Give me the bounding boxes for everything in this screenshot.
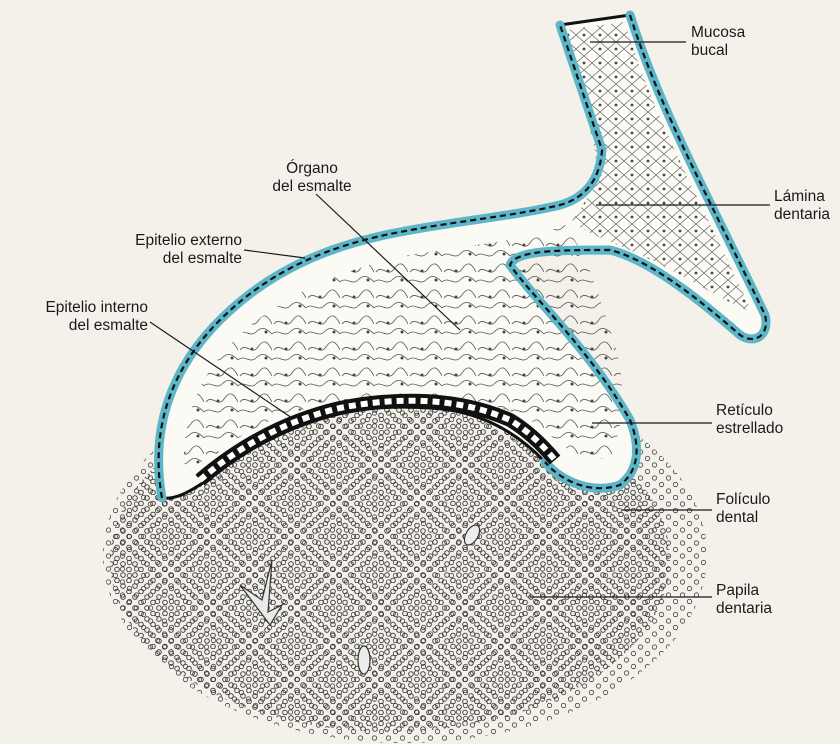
label-epitelio-externo-line2: del esmalte — [92, 250, 242, 268]
label-papila-dentaria-line1: Papila — [716, 582, 772, 600]
label-lamina-dentaria: Lámina dentaria — [774, 188, 830, 224]
label-epitelio-interno-line1: Epitelio interno — [0, 299, 148, 317]
label-epitelio-interno: Epitelio interno del esmalte — [0, 299, 148, 335]
leader-ext — [244, 250, 305, 258]
label-foliculo-dental: Folículo dental — [716, 491, 770, 527]
label-reticulo-estrellado-line2: estrellado — [716, 420, 783, 438]
label-mucosa-bucal-line1: Mucosa — [691, 24, 745, 42]
label-mucosa-bucal: Mucosa bucal — [691, 24, 745, 60]
label-organo-esmalte-line2: del esmalte — [262, 178, 362, 196]
label-lamina-dentaria-line2: dentaria — [774, 206, 830, 224]
label-epitelio-externo: Epitelio externo del esmalte — [92, 232, 242, 268]
label-foliculo-dental-line1: Folículo — [716, 491, 770, 509]
label-epitelio-interno-line2: del esmalte — [0, 317, 148, 335]
label-papila-dentaria-line2: dentaria — [716, 600, 772, 618]
label-epitelio-externo-line1: Epitelio externo — [92, 232, 242, 250]
label-lamina-dentaria-line1: Lámina — [774, 188, 830, 206]
label-organo-esmalte-line1: Órgano — [262, 160, 362, 178]
label-reticulo-estrellado: Retículo estrellado — [716, 402, 783, 438]
vessel-c — [358, 646, 370, 674]
label-organo-esmalte: Órgano del esmalte — [262, 160, 362, 196]
label-reticulo-estrellado-line1: Retículo — [716, 402, 783, 420]
label-papila-dentaria: Papila dentaria — [716, 582, 772, 618]
label-foliculo-dental-line2: dental — [716, 509, 770, 527]
label-mucosa-bucal-line2: bucal — [691, 42, 745, 60]
